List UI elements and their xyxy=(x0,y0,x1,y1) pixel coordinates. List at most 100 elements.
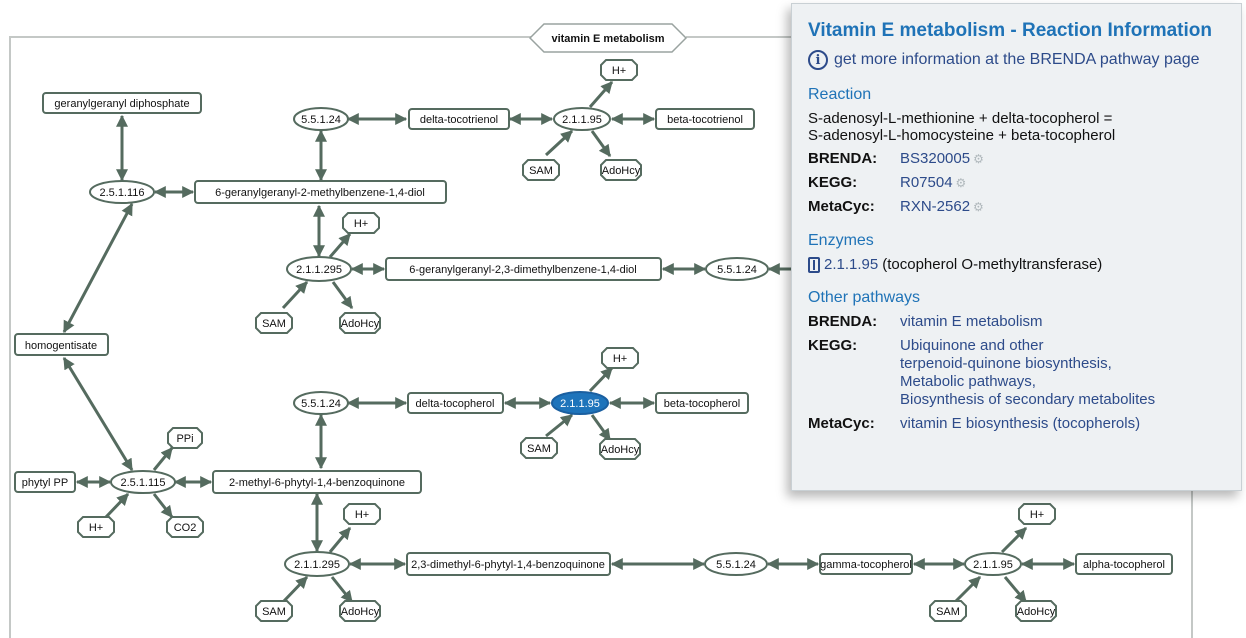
svg-text:AdoHcy: AdoHcy xyxy=(341,606,380,618)
svg-text:2.5.1.115: 2.5.1.115 xyxy=(120,477,165,489)
enzyme-2-1-1-95[interactable]: 2.1.1.95 xyxy=(553,107,611,131)
cofactor-h-plus[interactable]: H+ xyxy=(343,503,381,525)
cofactor-adohcy[interactable]: AdoHcy xyxy=(600,159,642,181)
info-icon: i xyxy=(808,50,828,70)
panel-title: Vitamin E metabolism - Reaction Informat… xyxy=(808,20,1212,41)
compound-delta-tocopherol[interactable]: delta-tocopherol xyxy=(407,392,504,414)
enzyme-5-5-1-24[interactable]: 5.5.1.24 xyxy=(293,391,349,415)
external-link-icon[interactable]: ⚙ xyxy=(973,152,984,166)
compound-gamma-tocopherol[interactable]: gamma-tocopherol xyxy=(819,553,913,575)
svg-text:5.5.1.24: 5.5.1.24 xyxy=(301,114,341,126)
svg-text:AdoHcy: AdoHcy xyxy=(602,165,641,177)
brenda-pathway-link[interactable]: i get more information at the BRENDA pat… xyxy=(808,50,1241,70)
enzyme-2-1-1-295[interactable]: 2.1.1.295 xyxy=(286,256,352,282)
svg-text:AdoHcy: AdoHcy xyxy=(601,444,640,456)
kegg-reaction-link[interactable]: R07504 xyxy=(900,174,953,191)
enzyme-2-1-1-295[interactable]: 2.1.1.295 xyxy=(284,551,350,577)
reaction-info-panel: Vitamin E metabolism - Reaction Informat… xyxy=(791,3,1242,491)
compound-6-geranylgeranyl-2-methylbenzene-1-4-diol[interactable]: 6-geranylgeranyl-2-methylbenzene-1,4-dio… xyxy=(194,180,447,204)
enzyme-name: (tocopherol O-methyltransferase) xyxy=(882,256,1103,273)
svg-text:SAM: SAM xyxy=(936,606,960,618)
cofactor-h-plus[interactable]: H+ xyxy=(77,516,115,538)
compound-phytyl-pp[interactable]: phytyl PP xyxy=(14,471,76,493)
cofactor-h-plus[interactable]: H+ xyxy=(342,212,380,234)
brenda-pathway-link-text[interactable]: get more information at the BRENDA pathw… xyxy=(834,51,1200,68)
kegg-pathway-link[interactable]: Metabolic pathways, xyxy=(900,373,1036,390)
svg-text:phytyl PP: phytyl PP xyxy=(22,477,68,489)
compound-beta-tocotrienol[interactable]: beta-tocotrienol xyxy=(655,108,755,130)
brenda-pathway-name-link[interactable]: vitamin E metabolism xyxy=(900,313,1043,330)
svg-text:2.1.1.95: 2.1.1.95 xyxy=(562,114,602,126)
enzyme-ec-link[interactable]: 2.1.1.95 xyxy=(824,256,879,273)
cofactor-ppi[interactable]: PPi xyxy=(167,427,203,449)
metacyc-pathway-link[interactable]: vitamin E biosynthesis (tocopherols) xyxy=(900,415,1141,432)
svg-text:2-methyl-6-phytyl-1,4-benzoqui: 2-methyl-6-phytyl-1,4-benzoquinone xyxy=(229,477,405,489)
svg-text:gamma-tocopherol: gamma-tocopherol xyxy=(820,559,912,571)
cofactor-sam[interactable]: SAM xyxy=(929,600,967,622)
cofactor-h-plus[interactable]: H+ xyxy=(1018,503,1056,525)
svg-text:SAM: SAM xyxy=(527,443,551,455)
reaction-equation: S-adenosyl-L-methionine + delta-tocopher… xyxy=(808,110,1116,144)
enzyme-5-5-1-24[interactable]: 5.5.1.24 xyxy=(293,107,349,131)
svg-text:H+: H+ xyxy=(355,509,369,521)
svg-text:H+: H+ xyxy=(89,522,103,534)
svg-text:alpha-tocopherol: alpha-tocopherol xyxy=(1083,559,1165,571)
enzyme-2-5-1-115[interactable]: 2.5.1.115 xyxy=(110,470,176,494)
compound-geranylgeranyl-diphosphate[interactable]: geranylgeranyl diphosphate xyxy=(42,92,202,114)
kegg-pathway-links: Ubiquinone and other terpenoid-quinone b… xyxy=(900,337,1155,409)
svg-text:5.5.1.24: 5.5.1.24 xyxy=(717,264,757,276)
cofactor-sam[interactable]: SAM xyxy=(255,600,293,622)
cofactor-sam[interactable]: SAM xyxy=(520,437,558,459)
enzyme-5-5-1-24[interactable]: 5.5.1.24 xyxy=(705,257,769,281)
compound-alpha-tocopherol[interactable]: alpha-tocopherol xyxy=(1075,553,1173,575)
compound-beta-tocopherol[interactable]: beta-tocopherol xyxy=(655,392,749,414)
svg-text:2.1.1.295: 2.1.1.295 xyxy=(296,264,342,276)
other-pathway-kegg: KEGG: Ubiquinone and other terpenoid-qui… xyxy=(808,337,1156,409)
enzyme-2-5-1-116[interactable]: 2.5.1.116 xyxy=(89,180,155,204)
compound-2-3-dimethyl-6-phytyl-1-4-benzoquinone[interactable]: 2,3-dimethyl-6-phytyl-1,4-benzoquinone xyxy=(406,552,611,576)
metacyc-reaction-link[interactable]: RXN-2562 xyxy=(900,198,971,215)
compound-2-methyl-6-phytyl-1-4-benzoquinone[interactable]: 2-methyl-6-phytyl-1,4-benzoquinone xyxy=(212,470,422,494)
cofactor-sam[interactable]: SAM xyxy=(522,159,560,181)
svg-text:CO2: CO2 xyxy=(174,522,197,534)
enzyme-2-1-1-95-selected[interactable]: 2.1.1.95 xyxy=(551,391,609,415)
kegg-pathway-link[interactable]: Ubiquinone and other xyxy=(900,337,1044,354)
kegg-pathway-link[interactable]: terpenoid-quinone biosynthesis, xyxy=(900,355,1112,372)
reaction-id-kegg: KEGG: R07504 ⚙ xyxy=(808,174,967,191)
reaction-heading: Reaction xyxy=(808,86,872,103)
cofactor-adohcy[interactable]: AdoHcy xyxy=(339,312,381,334)
pathway-title: vitamin E metabolism xyxy=(528,23,688,53)
compound-delta-tocotrienol[interactable]: delta-tocotrienol xyxy=(408,108,510,130)
cofactor-co2[interactable]: CO2 xyxy=(166,516,204,538)
svg-text:SAM: SAM xyxy=(262,606,286,618)
compound-6-geranylgeranyl-2-3-dimethylbenzene-1-4-diol[interactable]: 6-geranylgeranyl-2,3-dimethylbenzene-1,4… xyxy=(385,257,662,281)
svg-text:H+: H+ xyxy=(354,218,368,230)
external-link-icon[interactable]: ⚙ xyxy=(973,200,984,214)
other-pathway-brenda: BRENDA: vitamin E metabolism xyxy=(808,313,1043,330)
external-link-icon[interactable]: ⚙ xyxy=(955,176,967,190)
brenda-reaction-link[interactable]: BS320005 xyxy=(900,150,971,167)
svg-text:delta-tocopherol: delta-tocopherol xyxy=(416,398,495,410)
enzyme-2-1-1-95[interactable]: 2.1.1.95 xyxy=(964,552,1022,576)
cofactor-adohcy[interactable]: AdoHcy xyxy=(599,438,641,460)
svg-text:PPi: PPi xyxy=(176,433,193,445)
svg-text:SAM: SAM xyxy=(262,318,286,330)
svg-text:delta-tocotrienol: delta-tocotrienol xyxy=(420,114,498,126)
svg-text:homogentisate: homogentisate xyxy=(25,340,97,352)
svg-text:SAM: SAM xyxy=(529,165,553,177)
cofactor-adohcy[interactable]: AdoHcy xyxy=(339,600,381,622)
cofactor-adohcy[interactable]: AdoHcy xyxy=(1015,600,1057,622)
compound-homogentisate[interactable]: homogentisate xyxy=(14,333,109,356)
svg-text:AdoHcy: AdoHcy xyxy=(1017,606,1056,618)
svg-text:2.1.1.95: 2.1.1.95 xyxy=(560,398,600,410)
enzyme-5-5-1-24[interactable]: 5.5.1.24 xyxy=(704,552,768,576)
cofactor-sam[interactable]: SAM xyxy=(255,312,293,334)
kegg-pathway-link[interactable]: Biosynthesis of secondary metabolites xyxy=(900,391,1156,408)
svg-text:6-geranylgeranyl-2,3-dimethylb: 6-geranylgeranyl-2,3-dimethylbenzene-1,4… xyxy=(409,264,636,276)
svg-text:2.1.1.95: 2.1.1.95 xyxy=(973,559,1013,571)
svg-text:geranylgeranyl diphosphate: geranylgeranyl diphosphate xyxy=(54,98,189,110)
cofactor-h-plus[interactable]: H+ xyxy=(600,59,638,81)
svg-text:H+: H+ xyxy=(613,353,627,365)
cofactor-h-plus[interactable]: H+ xyxy=(601,347,639,369)
